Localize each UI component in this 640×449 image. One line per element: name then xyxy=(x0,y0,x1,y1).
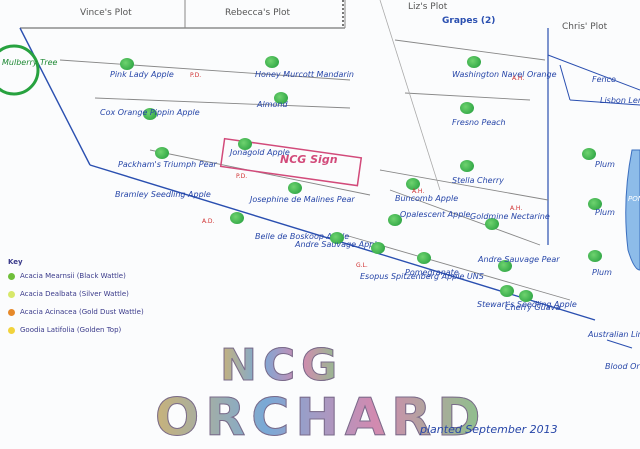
tree-label-stella: Stella Cherry xyxy=(452,176,504,185)
tree-label-buncomb: Buncomb Apple xyxy=(395,194,459,203)
tree-marker xyxy=(371,242,385,254)
tree-marker xyxy=(288,182,302,194)
plot-label-grapes: Grapes (2) xyxy=(442,16,496,26)
tree-label-lemon: Lisbon Lemon xyxy=(600,96,640,105)
key-row-black-wattle: Acacia Mearnsii (Black Wattle) xyxy=(8,272,126,280)
golden-top-dot xyxy=(8,326,15,334)
silver-wattle-dot xyxy=(8,290,15,298)
tree-marker xyxy=(230,212,244,224)
title-orchard: ORCHARD xyxy=(154,388,487,449)
tree-marker xyxy=(406,178,420,190)
tree-marker xyxy=(485,218,499,230)
tree-marker xyxy=(500,285,514,297)
tree-marker xyxy=(238,138,252,150)
key-label: Acacia Mearnsii (Black Wattle) xyxy=(20,272,126,280)
tree-label-cherry-guava: Cherry Guava xyxy=(505,303,561,312)
key-row-silver-wattle: Acacia Dealbata (Silver Wattle) xyxy=(8,290,129,298)
tree-label-belle: Belle de Boskoop Apple xyxy=(255,232,350,241)
tree-label-packhams: Packham's Triumph Pear xyxy=(118,160,217,169)
tree-marker xyxy=(330,232,344,244)
tree-marker xyxy=(155,147,169,159)
tree-label-blood-orange: Blood Orange xyxy=(605,362,640,371)
tree-marker xyxy=(120,58,134,70)
tree-label-opalescent: Opalescent Apple xyxy=(400,210,471,219)
black-wattle-dot xyxy=(8,272,15,280)
tree-label-goldmine: Goldmine Nectarine xyxy=(470,212,550,221)
left-boundary-line xyxy=(19,27,91,166)
tree-label-andre-apple: Andre Sauvage Apple xyxy=(295,240,382,249)
tree-label-plum-1: Plum xyxy=(595,160,615,169)
tree-marker xyxy=(388,214,402,226)
tree-label-andre-pear: Andre Sauvage Pear xyxy=(478,255,560,264)
tree-label-stewart: Stewart's Seedling Apple xyxy=(477,300,577,309)
tree-marker xyxy=(460,102,474,114)
wattle-tag: P.D. xyxy=(236,173,248,180)
tree-marker xyxy=(460,160,474,172)
wattle-tag: A.H. xyxy=(512,75,525,82)
mulberry-label: Mulberry Tree xyxy=(2,58,58,67)
blood-orange-arrow xyxy=(606,339,633,349)
tree-label-jonagold: Jonagold Apple xyxy=(230,148,290,157)
key-row-golden-top: Goodia Latifolia (Golden Top) xyxy=(8,326,121,334)
tree-marker xyxy=(417,252,431,264)
tree-label-fresno: Fresno Peach xyxy=(452,118,506,127)
tree-marker xyxy=(582,148,596,160)
tree-label-almond: Almond xyxy=(257,100,288,109)
key-title: Key xyxy=(8,258,23,266)
tree-label-plum-2: Plum xyxy=(595,208,615,217)
tree-marker xyxy=(274,92,288,104)
liz-line xyxy=(379,0,441,191)
tree-marker xyxy=(588,250,602,262)
plot-label-rebecca: Rebecca's Plot xyxy=(225,8,291,18)
wattle-tag: A.H. xyxy=(510,205,523,212)
plot-label-liz: Liz's Plot xyxy=(408,2,448,12)
plot-label-vince: Vince's Plot xyxy=(80,8,132,18)
wattle-tag: P.D. xyxy=(190,72,202,79)
tree-label-honey-murcott: Honey Murcott Mandarin xyxy=(255,70,354,79)
ncg-sign-box xyxy=(219,137,363,187)
tree-marker xyxy=(588,198,602,210)
key-label: Acacia Acinacea (Gold Dust Wattle) xyxy=(20,308,144,316)
row-line-7 xyxy=(389,189,541,246)
planted-date: planted September 2013 xyxy=(420,423,558,436)
row-line-4 xyxy=(394,39,546,61)
tree-marker xyxy=(265,56,279,68)
tree-label-pink-lady: Pink Lady Apple xyxy=(110,70,174,79)
lemon-line-2 xyxy=(569,99,640,106)
pond-label: POND xyxy=(628,195,640,203)
tree-marker xyxy=(498,260,512,272)
title-ncg: NCG xyxy=(219,340,344,392)
tree-label-plum-3: Plum xyxy=(592,268,612,277)
tree-marker xyxy=(467,56,481,68)
pond-shape xyxy=(625,149,640,271)
row-line-1 xyxy=(59,59,351,81)
mulberry-circle xyxy=(0,44,40,96)
row-line-6 xyxy=(379,169,549,201)
wattle-tag: A.D. xyxy=(202,218,215,225)
key-row-gold-dust-wattle: Acacia Acinacea (Gold Dust Wattle) xyxy=(8,308,144,316)
tree-label-washington: Washington Navel Orange xyxy=(452,70,557,79)
tree-label-pomegranate: Pomegranate xyxy=(405,268,459,277)
tree-label-cox-orange: Cox Orange Pippin Apple xyxy=(100,108,200,117)
key-label: Goodia Latifolia (Golden Top) xyxy=(20,326,122,334)
plot-label-chris: Chris' Plot xyxy=(562,22,608,32)
ncg-sign-label: NCG Sign xyxy=(280,153,338,166)
gold-dust-wattle-dot xyxy=(8,308,15,316)
tree-label-josephine: Josephine de Malines Pear xyxy=(250,195,355,204)
tree-label-esopus: Esopus Spitzenberg Apple UNS xyxy=(360,272,484,281)
key-label: Acacia Dealbata (Silver Wattle) xyxy=(20,290,129,298)
fence-label: Fence xyxy=(592,75,616,84)
tree-marker xyxy=(143,108,157,120)
chris-fence-line xyxy=(547,54,640,91)
row-line-2 xyxy=(94,97,351,109)
wattle-tag: G.L. xyxy=(356,262,368,269)
tree-label-bramley: Bramley Seedling Apple xyxy=(115,190,211,199)
row-line-5 xyxy=(404,92,531,101)
lemon-line xyxy=(559,64,571,101)
tree-marker xyxy=(519,290,533,302)
wattle-tag: A.H. xyxy=(412,188,425,195)
tree-label-australian-lime: Australian Lime xyxy=(588,330,640,339)
